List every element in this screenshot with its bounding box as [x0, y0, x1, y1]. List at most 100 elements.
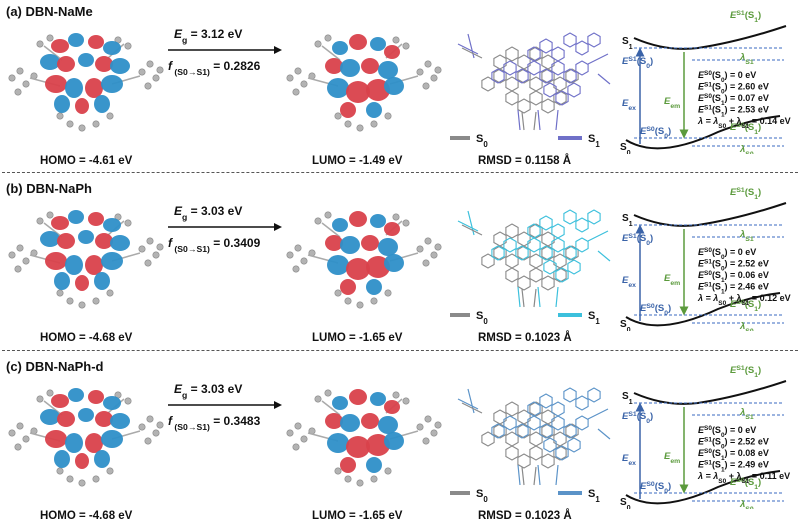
energy-value-3: ES1(S1) = 2.53 eV — [698, 104, 769, 118]
eex-label: Eex — [622, 453, 636, 467]
es1s0-label: ES1(S0) — [622, 411, 653, 425]
es1s0-label: ES1(S0) — [622, 56, 653, 70]
lumo-energy: LUMO = -1.49 eV — [312, 155, 403, 167]
homo-orbital-image — [8, 388, 164, 487]
s0-curve — [625, 115, 781, 150]
oscillator-strength-label: f (S0→S1) = 0.2826 — [168, 59, 261, 77]
es1s1-label: ES1(S1) — [730, 187, 761, 201]
energy-value-2: ES0(S1) = 0.08 eV — [698, 448, 769, 462]
energy-value-4: λ = λS0 + λS1 = 0.12 eV — [697, 293, 791, 307]
s0-label: S0 — [620, 319, 631, 331]
homo-energy: HOMO = -4.68 eV — [40, 510, 133, 522]
eex-label: Eex — [622, 275, 636, 289]
es0s1-label: ES0(S1) — [730, 477, 761, 491]
separator-1 — [2, 172, 798, 173]
energy-value-1: ES1(S0) = 2.52 eV — [698, 436, 769, 450]
eem-label: Eem — [664, 451, 680, 465]
structure-overlay — [457, 387, 611, 486]
legend-s1-label: S1 — [588, 488, 600, 504]
panel-title: (c) DBN-NaPh-d — [6, 359, 104, 374]
transition-arrow-head — [274, 46, 282, 54]
s1-label: S1 — [622, 36, 633, 51]
s1-curve — [633, 202, 787, 227]
energy-value-1: ES1(S0) = 2.52 eV — [698, 258, 769, 272]
lambda-s1-label: λS1 — [739, 407, 754, 421]
lambda-s0-label: λS0 — [739, 144, 754, 154]
energy-value-0: ES0(S0) = 0 eV — [698, 70, 756, 84]
transition-annotation: Eg = 3.03 eV f (S0→S1) = 0.3483 — [168, 382, 282, 432]
energy-value-0: ES0(S0) = 0 eV — [698, 247, 756, 261]
eem-label: Eem — [664, 273, 680, 287]
lambda-s1-label: λS1 — [739, 229, 754, 243]
lumo-orbital-image — [286, 389, 442, 487]
transition-arrow-head — [274, 223, 282, 231]
legend-s1-label: S1 — [588, 310, 600, 326]
legend-s0-label: S0 — [476, 310, 488, 326]
es0s1-label: ES0(S1) — [730, 122, 761, 136]
energy-value-0: ES0(S0) = 0 eV — [698, 425, 756, 439]
es1s0-label: ES1(S0) — [622, 233, 653, 247]
homo-orbital-image — [8, 33, 164, 132]
structure-overlay — [457, 32, 611, 131]
homo-orbital-image — [8, 210, 164, 309]
band-gap-label: Eg = 3.03 eV — [174, 204, 242, 222]
energy-value-3: ES1(S1) = 2.46 eV — [698, 281, 769, 295]
es0s1-label: ES0(S1) — [730, 299, 761, 313]
s1-curve — [633, 25, 787, 50]
s1-label: S1 — [622, 213, 633, 228]
energy-value-4: λ = λS0 + λS1 = 0.14 eV — [697, 116, 791, 130]
homo-energy: HOMO = -4.61 eV — [40, 155, 133, 167]
panel-title: (a) DBN-NaMe — [6, 4, 93, 19]
legend-s1-label: S1 — [588, 133, 600, 149]
energy-value-1: ES1(S0) = 2.60 eV — [698, 81, 769, 95]
legend-s0-label: S0 — [476, 133, 488, 149]
lumo-energy: LUMO = -1.65 eV — [312, 332, 403, 344]
rmsd-value: RMSD = 0.1023 Å — [478, 332, 572, 344]
rmsd-value: RMSD = 0.1023 Å — [478, 510, 572, 522]
lumo-orbital-image — [286, 34, 442, 132]
separator-2 — [2, 350, 798, 351]
band-gap-label: Eg = 3.12 eV — [174, 27, 242, 45]
transition-annotation: Eg = 3.12 eV f (S0→S1) = 0.2826 — [168, 27, 282, 77]
panel-title: (b) DBN-NaPh — [6, 181, 92, 196]
energy-value-2: ES0(S1) = 0.07 eV — [698, 93, 769, 107]
overlay-legend: S0 S1 — [450, 310, 600, 326]
legend-s0-label: S0 — [476, 488, 488, 504]
rmsd-value: RMSD = 0.1158 Å — [478, 155, 572, 167]
oscillator-strength-label: f (S0→S1) = 0.3483 — [168, 414, 261, 432]
s1-curve — [633, 380, 787, 405]
es0s0-label: ES0(S0) — [640, 303, 671, 317]
structure-overlay — [457, 209, 611, 308]
es0s0-label: ES0(S0) — [640, 481, 671, 495]
energy-value-3: ES1(S1) = 2.49 eV — [698, 459, 769, 473]
es1s1-label: ES1(S1) — [730, 10, 761, 24]
homo-energy: HOMO = -4.68 eV — [40, 332, 133, 344]
energy-value-2: ES0(S1) = 0.06 eV — [698, 270, 769, 284]
es0s0-label: ES0(S0) — [640, 126, 671, 140]
s0-label: S0 — [620, 497, 631, 509]
s0-curve — [625, 292, 781, 327]
eem-label: Eem — [664, 96, 680, 110]
lumo-energy: LUMO = -1.65 eV — [312, 510, 403, 522]
eex-label: Eex — [622, 98, 636, 112]
lambda-s0-label: λS0 — [739, 499, 754, 509]
transition-arrow-head — [274, 401, 282, 409]
overlay-legend: S0 S1 — [450, 488, 600, 504]
s0-label: S0 — [620, 142, 631, 154]
es1s1-label: ES1(S1) — [730, 365, 761, 379]
s1-label: S1 — [622, 391, 633, 406]
lambda-s0-label: λS0 — [739, 321, 754, 331]
band-gap-label: Eg = 3.03 eV — [174, 382, 242, 400]
lumo-orbital-image — [286, 211, 442, 309]
overlay-legend: S0 S1 — [450, 133, 600, 149]
lambda-s1-label: λS1 — [739, 52, 754, 66]
s0-curve — [625, 470, 781, 505]
oscillator-strength-label: f (S0→S1) = 0.3409 — [168, 236, 261, 254]
